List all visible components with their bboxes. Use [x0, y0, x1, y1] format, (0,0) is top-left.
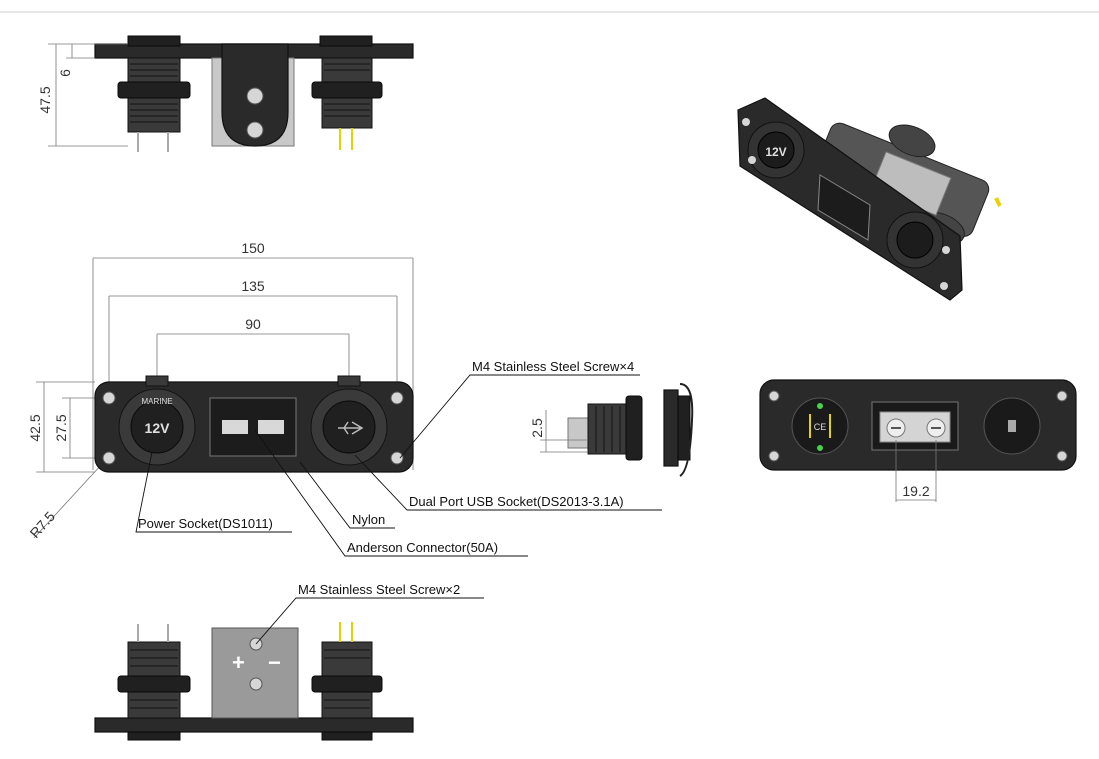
bottom-left-socket-nut — [117, 675, 191, 693]
front-view: 150 135 90 42.5 27.5 R7.5 MARINE 12V — [26, 240, 414, 541]
anderson-contact-right — [258, 420, 284, 434]
dim-terminal-gap: 19.2 — [902, 483, 929, 499]
front-screw-br — [390, 451, 404, 465]
callout-screw-x4: M4 Stainless Steel Screw×4 — [472, 359, 634, 374]
usb-socket-cap-hinge — [337, 375, 361, 387]
dim-overall-height: 42.5 — [27, 414, 43, 441]
side-socket-cap — [677, 395, 691, 461]
rear-ce-mark: CE — [814, 422, 827, 432]
top-left-threads — [130, 63, 178, 123]
iso-voltage: 12V — [765, 145, 786, 159]
callout-power-socket: Power Socket(DS1011) — [138, 516, 273, 531]
side-terminals — [567, 417, 591, 449]
anderson-plus-mark: + — [232, 650, 245, 675]
dim-hole-vertical: 27.5 — [53, 414, 69, 441]
top-left-socket-nut — [117, 81, 191, 99]
bottom-right-socket-cap — [321, 731, 373, 741]
side-view: 2.5 — [529, 383, 694, 477]
top-right-socket-nut — [311, 81, 383, 99]
callout-anderson: Anderson Connector(50A) — [347, 540, 498, 555]
power-socket-cap-hinge — [145, 375, 169, 387]
dim-overall-width: 150 — [241, 240, 265, 256]
top-view: 47.5 6 — [37, 35, 414, 152]
rear-view: CE 19.2 — [759, 379, 1077, 502]
callout-usb-socket: Dual Port USB Socket(DS2013-3.1A) — [409, 494, 624, 509]
bottom-left-socket-cap — [127, 731, 181, 741]
power-socket-marine-text: MARINE — [141, 397, 172, 406]
anderson-minus-mark: − — [268, 650, 281, 675]
front-screw-bl — [102, 451, 116, 465]
dim-top-height: 47.5 — [37, 86, 53, 113]
usb-symbol-icon — [338, 421, 364, 435]
dim-socket-spacing: 90 — [245, 316, 261, 332]
usb-socket-inner — [322, 400, 376, 454]
side-socket-nut — [625, 395, 643, 461]
front-screw-tr — [390, 391, 404, 405]
bottom-right-socket-nut — [311, 675, 383, 693]
top-left-socket-cap — [127, 35, 181, 47]
top-bracket-screw-1 — [246, 87, 264, 105]
anderson-contact-left — [222, 420, 248, 434]
isometric-view: 12V — [737, 97, 1002, 301]
bottom-screw-2 — [249, 677, 263, 691]
bottom-plate — [94, 717, 414, 733]
bottom-view: + − M4 Stainless Steel Screw×2 — [94, 582, 484, 741]
dim-corner-radius: R7.5 — [26, 508, 58, 541]
dim-hole-spacing-135: 135 — [241, 278, 265, 294]
callout-screw-x2: M4 Stainless Steel Screw×2 — [298, 582, 460, 597]
side-plate — [663, 389, 679, 467]
callout-nylon: Nylon — [352, 512, 385, 527]
top-bracket-screw-2 — [246, 121, 264, 139]
top-right-socket-cap — [319, 35, 373, 47]
iso-anderson-face — [817, 174, 871, 241]
rear-power-socket — [791, 397, 849, 455]
front-screw-tl — [102, 391, 116, 405]
power-socket-voltage: 12V — [145, 420, 171, 436]
power-socket-inner — [130, 400, 184, 454]
dim-side-depth: 2.5 — [529, 418, 545, 438]
dim-top-offset: 6 — [57, 69, 73, 77]
front-callouts: M4 Stainless Steel Screw×4 Dual Port USB… — [135, 359, 662, 557]
